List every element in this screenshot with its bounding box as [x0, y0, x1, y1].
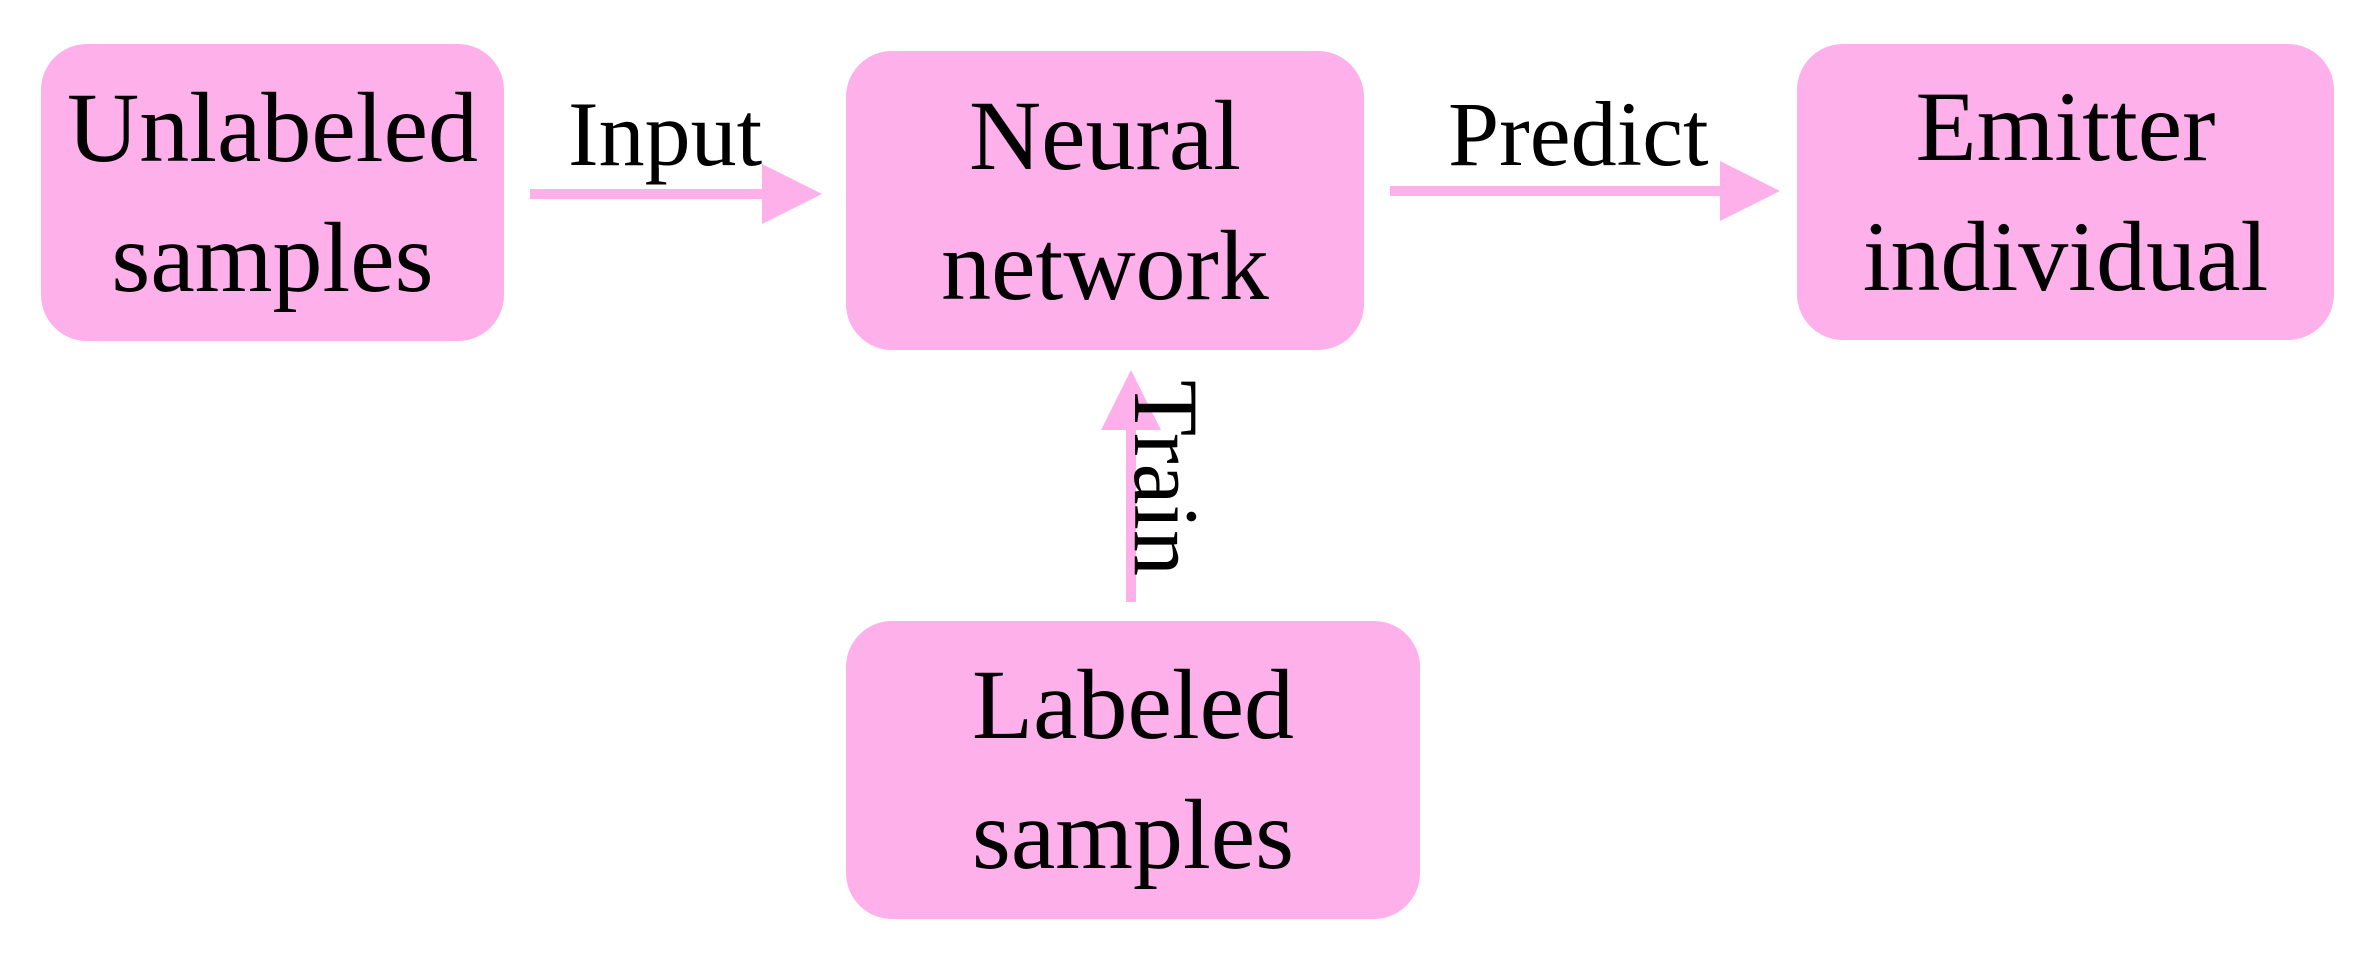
unlabeled-samples-line2: samples — [111, 201, 434, 313]
neural-network-line1: Neural — [968, 79, 1242, 191]
labeled-samples-line1: Labeled — [971, 649, 1295, 760]
neural-network-node: Neural network — [846, 51, 1364, 350]
unlabeled-samples-line1: Unlabeled — [67, 71, 478, 183]
labeled-samples-node: Labeled samples — [846, 621, 1420, 919]
labeled-samples-line2: samples — [971, 779, 1295, 890]
unlabeled-samples-node: Unlabeled samples — [41, 44, 504, 341]
emitter-individual-node: Emitter individual — [1797, 44, 2334, 340]
predict-edge-label: Predict — [1448, 83, 1709, 185]
neural-network-line2: network — [941, 209, 1269, 321]
emitter-individual-line2: individual — [1862, 201, 2269, 312]
train-edge-label: Train — [1115, 380, 1217, 576]
input-edge-label: Input — [568, 83, 763, 185]
emitter-individual-line1: Emitter — [1915, 71, 2216, 182]
